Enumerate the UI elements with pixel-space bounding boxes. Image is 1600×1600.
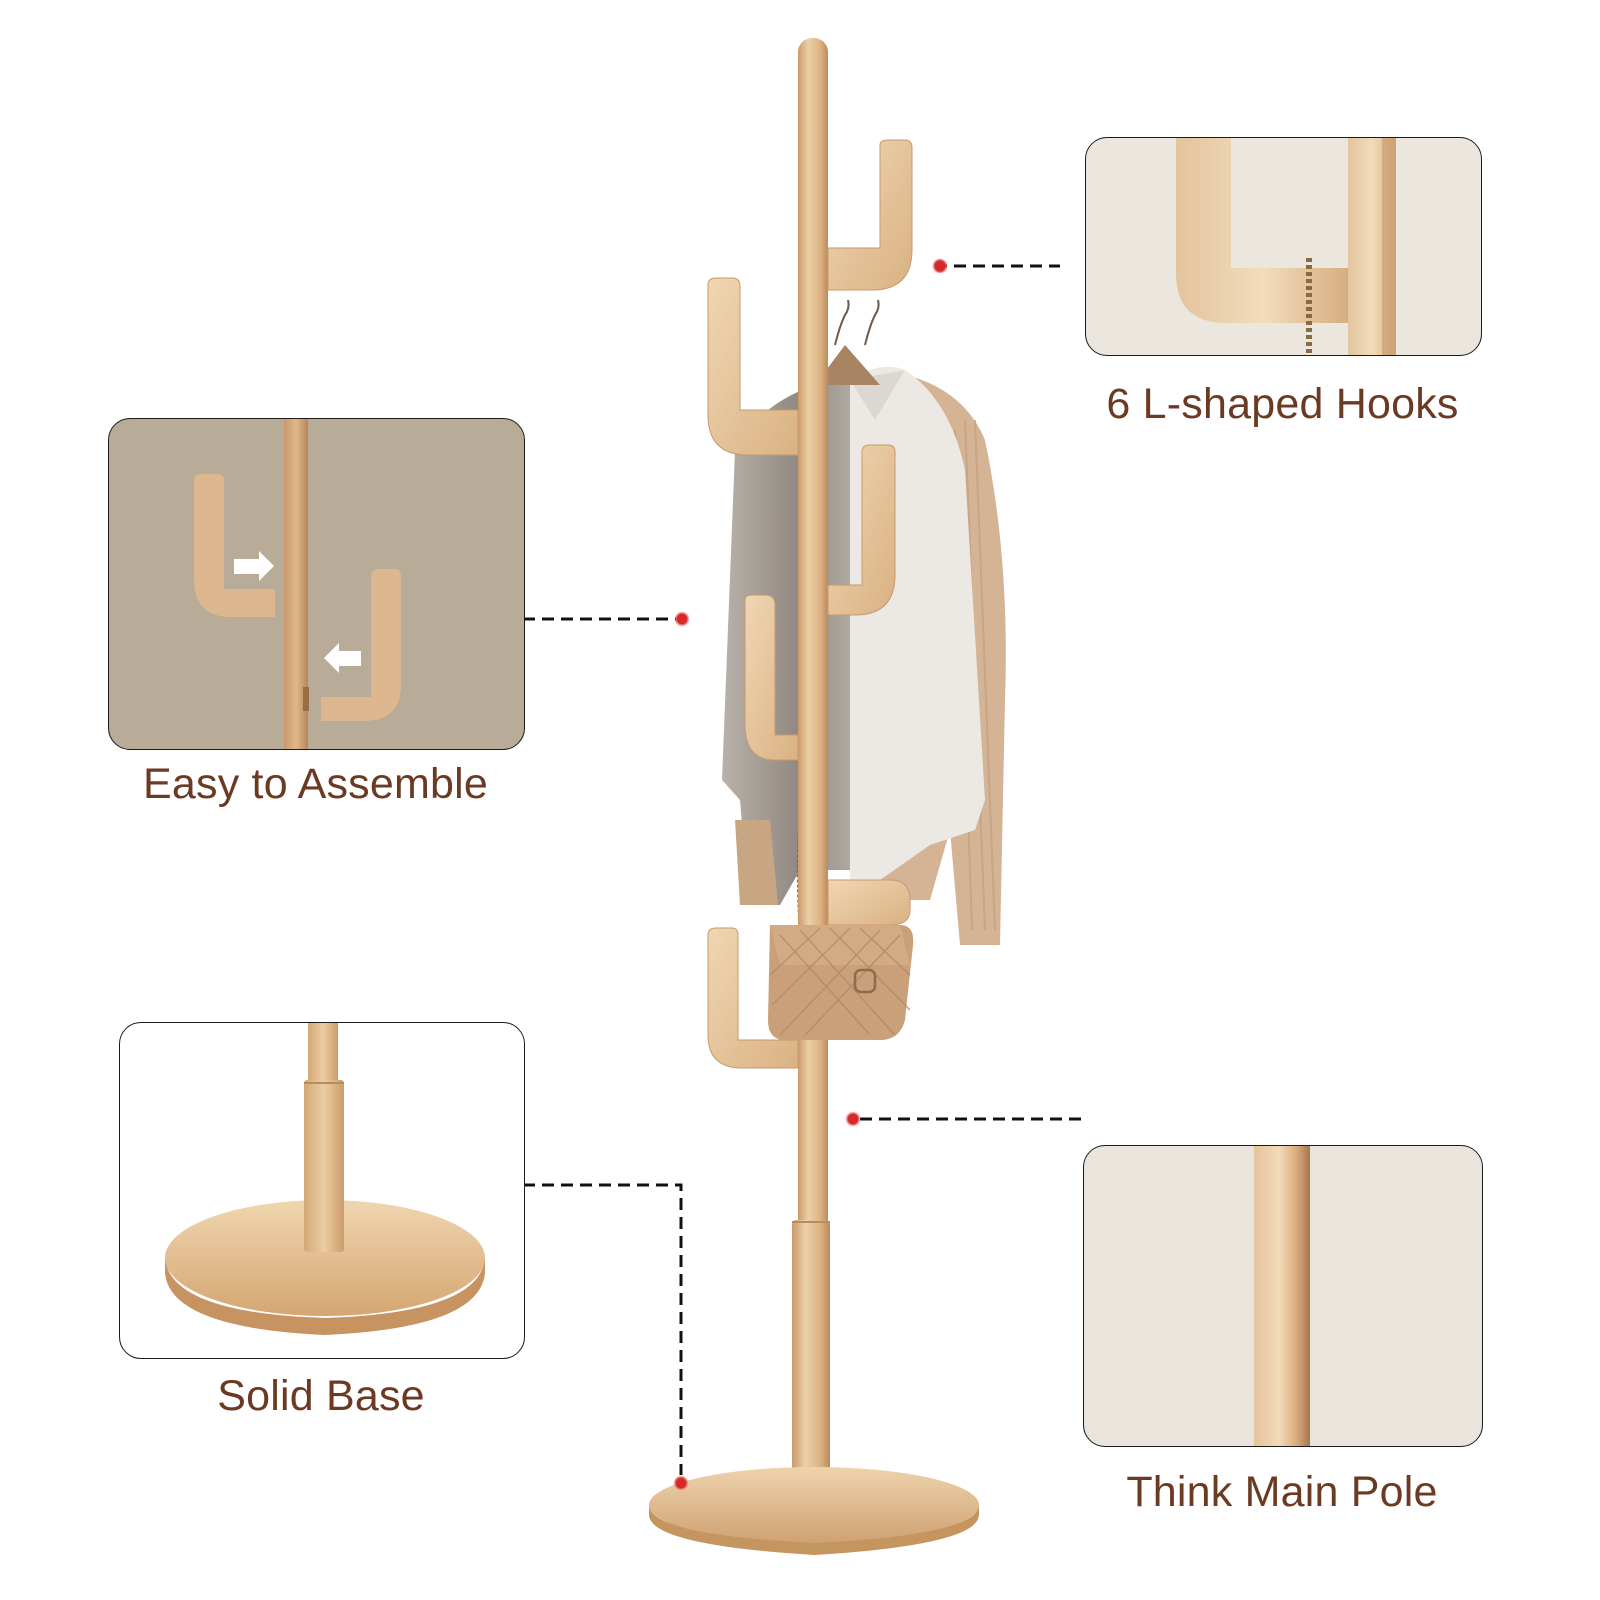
callout-dot-base [673,1475,689,1491]
arrow-right-icon [234,551,274,581]
callout-dot-hooks [932,258,948,274]
feature-panel-base [119,1022,525,1359]
feature-panel-hooks [1085,137,1482,356]
callout-dot-pole [845,1111,861,1127]
hook-closeup-image [1176,138,1396,355]
pole-closeup-image [1254,1146,1310,1446]
assembly-closeup-image [194,419,401,749]
feature-panel-pole [1083,1145,1483,1447]
arrow-left-icon [324,643,361,673]
feature-label-pole: Think Main Pole [1126,1468,1438,1516]
callout-dot-assemble [674,611,690,627]
feature-label-base: Solid Base [217,1372,425,1420]
base-closeup-image [165,1023,485,1335]
connector-base [523,1183,683,1475]
feature-panel-assemble [108,418,525,750]
feature-label-assemble: Easy to Assemble [143,760,488,808]
feature-label-hooks: 6 L-shaped Hooks [1106,380,1459,428]
